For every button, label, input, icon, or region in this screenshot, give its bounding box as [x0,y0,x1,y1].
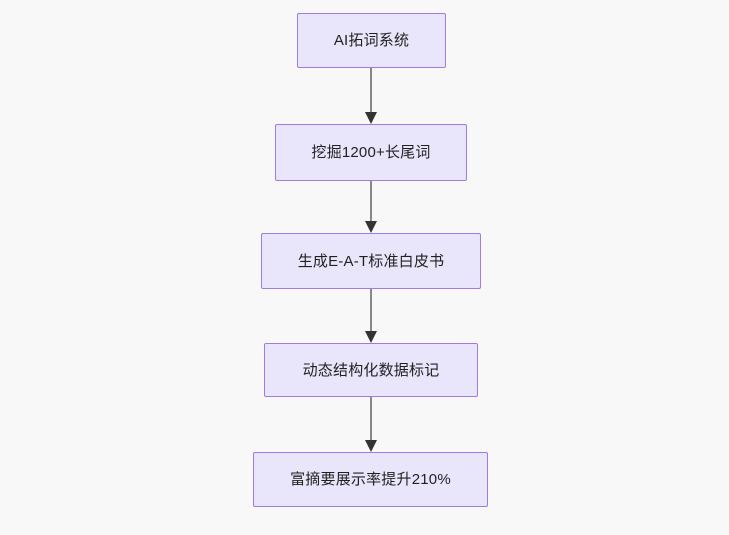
node-label: 生成E-A-T标准白皮书 [297,252,445,270]
flowchart-node-dynamic-structured-data-markup[interactable]: 动态结构化数据标记 [264,343,478,397]
flowchart-node-mine-longtail-keywords[interactable]: 挖掘1200+长尾词 [275,124,467,181]
node-label: 动态结构化数据标记 [302,361,440,379]
node-label: AI拓词系统 [333,32,410,49]
flowchart-node-ai-keyword-system[interactable]: AI拓词系统 [297,13,446,68]
node-label: 富摘要展示率提升210% [290,471,451,488]
flowchart-node-rich-snippet-rate-increase[interactable]: 富摘要展示率提升210% [253,452,488,507]
flowchart-node-generate-eat-whitepaper[interactable]: 生成E-A-T标准白皮书 [261,233,481,289]
node-label: 挖掘1200+长尾词 [311,144,431,161]
edge-node4-to-node5 [363,397,379,452]
edge-node2-to-node3 [363,181,379,233]
edge-node1-to-node2 [363,68,379,124]
edge-node3-to-node4 [363,289,379,343]
